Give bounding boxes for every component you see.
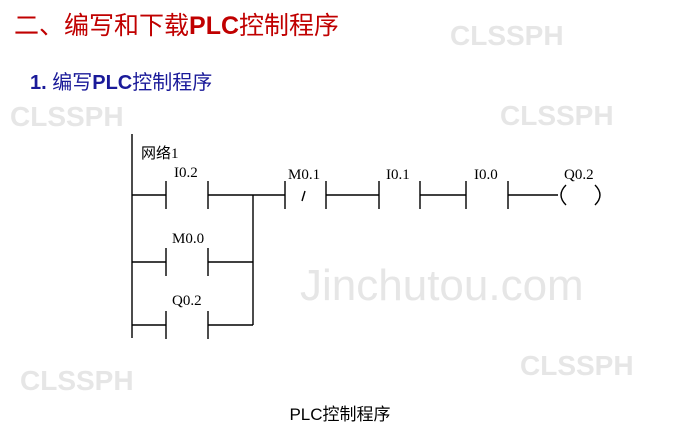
contact-m0-0: M0.0 (132, 231, 253, 276)
slide-subtitle: 1. 编写PLC控制程序 (30, 66, 212, 95)
title-text: 控制程序 (239, 12, 340, 40)
contact-m0-1-nc: M0.1 (284, 167, 327, 209)
watermark-logo: CLSSPH (20, 365, 134, 396)
watermark-logo: CLSSPH (520, 350, 634, 381)
contact-i0-1: I0.1 (378, 167, 421, 209)
slide-title: 二、编写和下载PLC控制程序 (14, 6, 339, 42)
svg-text:Q0.2: Q0.2 (564, 167, 594, 183)
diagram-caption: PLC控制程序 (289, 405, 391, 424)
title-text: 二、编写和下载 (14, 12, 190, 40)
subtitle-text: 编写 (46, 72, 93, 94)
watermark-logo: CLSSPH (500, 100, 614, 131)
contact-q0-2: Q0.2 (132, 293, 253, 339)
subtitle-number: 1. (30, 72, 47, 94)
svg-text:I0.1: I0.1 (386, 167, 410, 183)
svg-text:I0.2: I0.2 (174, 165, 198, 181)
svg-text:M0.1: M0.1 (288, 167, 320, 183)
svg-text:Q0.2: Q0.2 (172, 293, 202, 309)
coil-q0-2: Q0.2 (560, 167, 601, 206)
subtitle-bold: PLC (92, 72, 133, 94)
network-label: 网络1 (141, 145, 179, 162)
watermark-text: Jinchutou.com (300, 261, 584, 310)
subtitle-text: 控制程序 (132, 72, 213, 94)
title-bold: PLC (189, 12, 240, 40)
contact-i0-0: I0.0 (465, 167, 509, 209)
contact-i0-2: I0.2 (132, 165, 209, 209)
svg-text:I0.0: I0.0 (474, 167, 498, 183)
svg-text:M0.0: M0.0 (172, 231, 204, 247)
watermark-logo: CLSSPH (10, 101, 124, 132)
watermark-logo: CLSSPH (450, 20, 564, 51)
